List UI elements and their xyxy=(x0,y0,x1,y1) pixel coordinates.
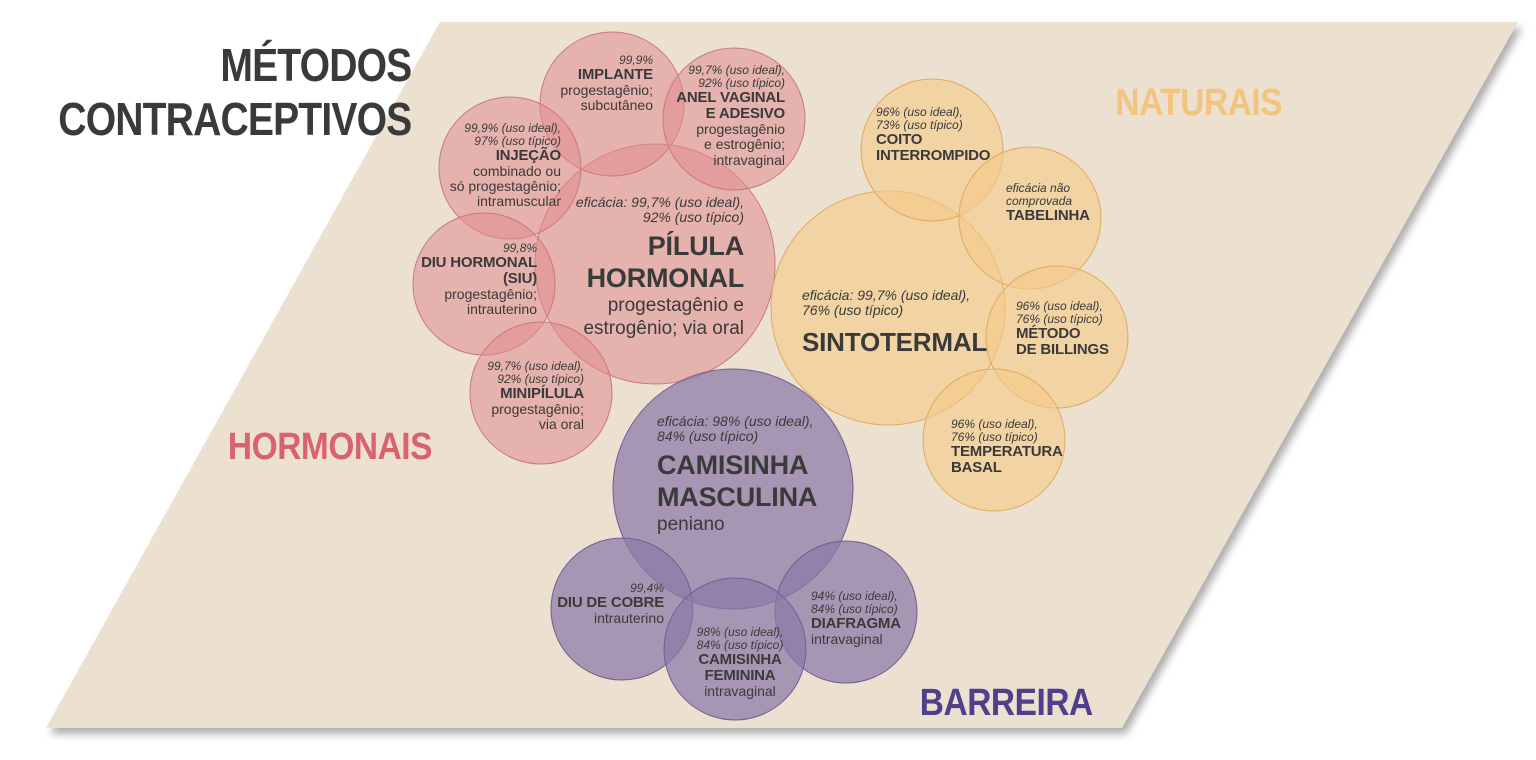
anel-name-1: ANEL VAGINAL xyxy=(676,88,785,106)
circle-temperatura xyxy=(922,368,1066,512)
camisinha-m-efficacy-1: eficácia: 98% (uso ideal), xyxy=(657,413,814,429)
diu-cobre-name: DIU DE COBRE xyxy=(557,593,664,611)
anel-desc-3: intravaginal xyxy=(713,151,785,168)
camisinha-m-desc: peniano xyxy=(657,513,725,535)
temperatura-name-1: TEMPERATURA xyxy=(951,442,1063,460)
circle-camisinha-f xyxy=(663,577,807,721)
coito-efficacy-2: 73% (uso típico) xyxy=(876,117,963,132)
label-temperatura: 96% (uso ideal), 76% (uso típico) TEMPER… xyxy=(951,418,1063,476)
temperatura-name-2: BASAL xyxy=(951,459,1002,477)
implante-desc-1: progestagênio; xyxy=(560,82,653,99)
pilula-desc-2: estrogênio; via oral xyxy=(583,317,744,339)
diu-hormonal-name-2: (SIU) xyxy=(503,270,537,288)
billings-efficacy-1: 96% (uso ideal), xyxy=(1016,299,1103,313)
label-injecao: 99,9% (uso ideal), 97% (uso típico) INJE… xyxy=(449,121,562,210)
label-pilula: eficácia: 99,7% (uso ideal), 92% (uso tí… xyxy=(575,194,745,341)
category-natural: NATURAIS xyxy=(1115,82,1283,124)
label-diu-hormonal: 99,8% DIU HORMONAL (SIU) progestagênio; … xyxy=(421,242,537,318)
pilula-desc-1: progestagênio e xyxy=(607,294,744,316)
parallelogram-background xyxy=(46,22,1518,728)
label-minipilula: 99,7% (uso ideal), 92% (uso típico) MINI… xyxy=(487,360,584,432)
title-line-1: MÉTODOS xyxy=(219,39,412,91)
implante-efficacy: 99,9% xyxy=(618,53,653,67)
temperatura-efficacy-1: 96% (uso ideal), xyxy=(951,417,1038,431)
minipilula-efficacy-2: 92% (uso típico) xyxy=(497,371,584,386)
injecao-efficacy-1: 99,9% (uso ideal), xyxy=(464,121,561,135)
pilula-name-2: HORMONAL xyxy=(586,263,745,294)
label-camisinha-m: eficácia: 98% (uso ideal), 84% (uso típi… xyxy=(657,413,818,537)
label-coito: 96% (uso ideal), 73% (uso típico) COITO … xyxy=(876,106,990,164)
injecao-desc-3: intramuscular xyxy=(476,193,561,210)
diafragma-efficacy-1: 94% (uso ideal), xyxy=(811,589,898,603)
pilula-efficacy-1: eficácia: 99,7% (uso ideal), xyxy=(575,194,744,210)
injecao-desc-1: combinado ou xyxy=(473,163,561,180)
diafragma-name: DIAFRAGMA xyxy=(811,614,901,632)
diu-cobre-efficacy: 99,4% xyxy=(629,581,664,595)
label-billings: 96% (uso ideal), 76% (uso típico) MÉTODO… xyxy=(1016,300,1109,358)
camisinha-f-desc: intravaginal xyxy=(704,683,776,700)
label-anel: 99,7% (uso ideal), 92% (uso típico) ANEL… xyxy=(676,64,785,168)
pilula-name-1: PÍLULA xyxy=(647,231,744,262)
diafragma-desc: intravaginal xyxy=(811,631,883,648)
sintotermal-efficacy-1: eficácia: 99,7% (uso ideal), xyxy=(802,287,971,303)
diafragma-efficacy-2: 84% (uso típico) xyxy=(811,601,898,616)
minipilula-efficacy-1: 99,7% (uso ideal), xyxy=(487,359,584,373)
diu-hormonal-desc-1: progestagênio; xyxy=(444,286,537,303)
tabelinha-efficacy-1: eficácia não xyxy=(1006,181,1071,195)
title-line-2: CONTRACEPTIVOS xyxy=(57,93,412,146)
anel-efficacy-1: 99,7% (uso ideal), xyxy=(688,63,785,77)
billings-name-2: DE BILLINGS xyxy=(1016,341,1109,359)
anel-efficacy-2: 92% (uso típico) xyxy=(698,75,785,90)
implante-name: IMPLANTE xyxy=(577,65,653,83)
coito-efficacy-1: 96% (uso ideal), xyxy=(876,105,963,119)
label-diafragma: 94% (uso ideal), 84% (uso típico) DIAFRA… xyxy=(811,590,901,647)
injecao-name: INJEÇÃO xyxy=(495,146,561,164)
diu-cobre-desc: intrauterino xyxy=(593,610,664,627)
label-camisinha-f: 98% (uso ideal), 84% (uso típico) CAMISI… xyxy=(665,626,815,699)
temperatura-efficacy-2: 76% (uso típico) xyxy=(951,429,1038,444)
anel-name-2: E ADESIVO xyxy=(705,105,786,123)
camisinha-f-name-1: CAMISINHA xyxy=(698,650,782,668)
camisinha-m-name-2: MASCULINA xyxy=(657,482,818,513)
coito-name-2: INTERROMPIDO xyxy=(876,147,991,165)
label-tabelinha: eficácia não comprovada TABELINHA xyxy=(1006,182,1090,224)
circle-minipilula xyxy=(469,321,613,465)
category-hormonal: HORMONAIS xyxy=(227,426,433,468)
camisinha-m-efficacy-2: 84% (uso típico) xyxy=(657,428,759,445)
camisinha-m-name-1: CAMISINHA xyxy=(657,450,809,481)
pilula-efficacy-2: 92% (uso típico) xyxy=(642,209,744,226)
diu-hormonal-name-1: DIU HORMONAL xyxy=(421,253,537,271)
camisinha-f-efficacy-1: 98% (uso ideal), xyxy=(696,625,784,639)
camisinha-f-name-2: FEMININA xyxy=(704,667,776,685)
coito-name-1: COITO xyxy=(876,130,923,148)
injecao-desc-2: só progestagênio; xyxy=(449,178,561,195)
diu-hormonal-efficacy: 99,8% xyxy=(502,241,537,255)
circle-anel xyxy=(662,47,806,191)
page-title: MÉTODOS CONTRACEPTIVOS xyxy=(57,38,412,147)
tabelinha-efficacy-2: comprovada xyxy=(1006,193,1073,208)
minipilula-desc-1: progestagênio; xyxy=(491,401,584,418)
category-barrier: BARREIRA xyxy=(919,682,1093,724)
sintotermal-efficacy-2: 76% (uso típico) xyxy=(802,302,904,319)
barrier-circles xyxy=(550,368,918,721)
sintotermal-name: SINTOTERMAL xyxy=(802,327,988,358)
hormonal-circles xyxy=(412,31,806,465)
label-diu-cobre: 99,4% DIU DE COBRE intrauterino xyxy=(557,582,664,626)
tabelinha-name: TABELINHA xyxy=(1006,206,1090,224)
anel-desc-2: e estrogênio; xyxy=(704,136,785,153)
diu-hormonal-desc-2: intrauterino xyxy=(466,301,537,318)
camisinha-f-efficacy-2: 84% (uso típico) xyxy=(696,637,784,652)
billings-efficacy-2: 76% (uso típico) xyxy=(1016,311,1103,326)
label-sintotermal: eficácia: 99,7% (uso ideal), 76% (uso tí… xyxy=(802,287,988,358)
label-implante: 99,9% IMPLANTE progestagênio; subcutâneo xyxy=(560,54,653,113)
implante-desc-2: subcutâneo xyxy=(580,97,653,114)
minipilula-desc-2: via oral xyxy=(538,416,584,433)
anel-desc-1: progestagênio xyxy=(696,121,785,138)
natural-circles xyxy=(770,78,1129,512)
billings-name-1: MÉTODO xyxy=(1016,324,1081,342)
injecao-efficacy-2: 97% (uso típico) xyxy=(474,133,561,148)
minipilula-name: MINIPÍLULA xyxy=(500,384,584,402)
